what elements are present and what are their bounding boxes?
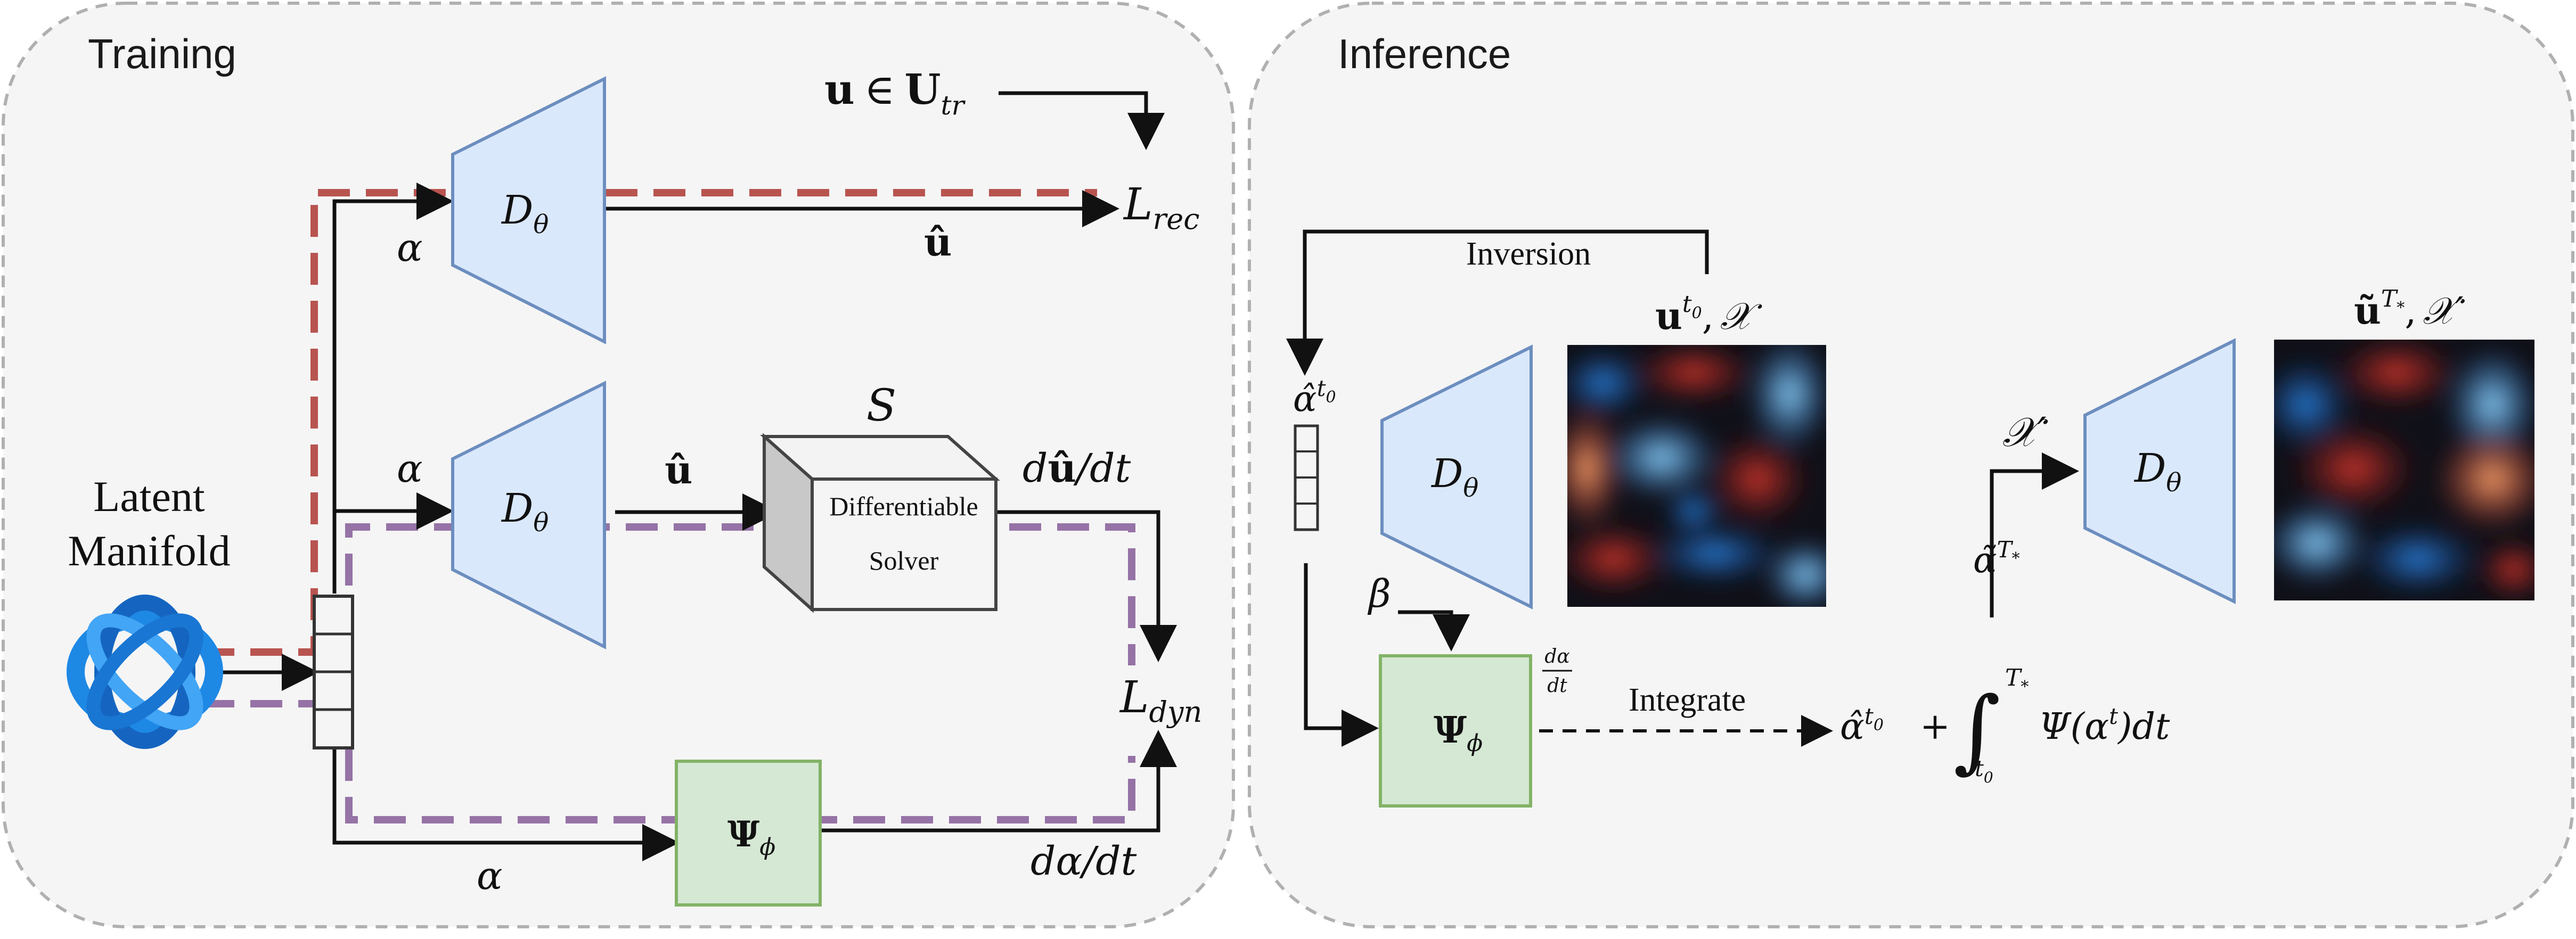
solver-label-line1: Differentiable <box>829 491 978 521</box>
arrow-to-decoder-inf <box>1990 452 2079 617</box>
decoder-mid <box>451 381 606 649</box>
data-set-label: u∈Utr <box>824 65 966 121</box>
du-dt-label: dû/dt <box>1023 446 1131 491</box>
field-predicted-label: ũT*,𝒳′ <box>2354 285 2465 333</box>
psi-network-train <box>675 760 822 907</box>
latent-vector-inf <box>1294 424 1319 531</box>
dalpha-dt-label: dα/dt <box>1031 838 1137 884</box>
latent-manifold-icon <box>67 595 223 749</box>
psi-inf-label: Ψϕ <box>1434 709 1483 757</box>
arrow-latent-to-decoder-top <box>332 183 454 594</box>
arrow-latent-to-psi <box>332 748 680 861</box>
l-rec-label: Lrec <box>1123 179 1199 236</box>
decoder-inf-left-label: Dθ <box>1430 451 1478 503</box>
svg-text:dt: dt <box>1547 675 1567 697</box>
svg-text:dα: dα <box>1544 646 1569 668</box>
solver-symbol: S <box>866 381 896 431</box>
x-prime-label: 𝒳′ <box>2002 408 2048 456</box>
solver-label-line2: Solver <box>869 546 939 575</box>
svg-text:α̂t0: α̂t0 <box>1840 703 1884 748</box>
decoder-inf-right-label: Dθ <box>2133 446 2181 498</box>
decoder-top <box>451 76 606 344</box>
training-title: Training <box>88 30 236 77</box>
manifold-label-line2: Manifold <box>68 526 230 575</box>
inference-panel <box>1248 2 2574 928</box>
arrow-psi-to-ldyn <box>820 730 1177 833</box>
alpha-hat-t0-label: α̂t0 <box>1293 375 1336 419</box>
alpha-label-mid: α <box>397 446 423 491</box>
beta-label: β <box>1367 571 1391 616</box>
differentiable-solver <box>760 433 1000 613</box>
latent-vector <box>313 595 354 749</box>
arrow-solver-to-ldyn <box>996 510 1177 662</box>
arrow-data-to-lrec <box>999 91 1165 150</box>
svg-text:∫: ∫ <box>1953 678 2001 783</box>
psi-network-inf <box>1379 654 1532 808</box>
integrate-label: Integrate <box>1629 682 1746 718</box>
arrow-latent-to-psi-inf <box>1304 563 1379 747</box>
manifold-label-line1: Latent <box>93 472 205 521</box>
u-hat-top: û <box>924 219 952 265</box>
svg-text:t0: t0 <box>1975 755 1993 786</box>
alpha-label-bottom: α <box>477 853 503 898</box>
dyn-solver-path <box>345 523 1135 665</box>
arrow-beta-to-psi <box>1398 610 1470 652</box>
field-image-predicted <box>2274 340 2534 600</box>
rec-loss-path <box>202 189 1097 656</box>
l-dyn-label: Ldyn <box>1119 672 1202 729</box>
svg-text:+: + <box>1920 706 1950 748</box>
svg-text:T*: T* <box>2005 664 2029 696</box>
decoder-mid-label: Dθ <box>501 485 549 538</box>
inversion-label: Inversion <box>1466 236 1591 272</box>
u-hat-mid: û <box>665 447 692 492</box>
psi-train-label: Ψϕ <box>727 813 775 861</box>
svg-text:Ψ(αt)dt: Ψ(αt)dt <box>2039 703 2170 748</box>
decoder-inf-right <box>2083 338 2236 604</box>
dalpha-dt-fraction: dα dt <box>1542 646 1572 697</box>
dyn-loss-path <box>202 700 1135 823</box>
field-image-initial <box>1567 345 1826 607</box>
field-initial-label: ut0,𝒳 <box>1655 291 1762 338</box>
alpha-tilde-label: α̃T* <box>1973 537 2020 581</box>
alpha-label-top: α <box>397 225 423 270</box>
decoder-inf-left <box>1380 344 1533 609</box>
integral-expression: α̂t0 + ∫ T* t0 Ψ(αt)dt <box>1840 664 2170 786</box>
decoder-top-label: Dθ <box>501 187 549 240</box>
inference-title: Inference <box>1338 30 1511 77</box>
arrow-inversion <box>1286 229 1709 376</box>
